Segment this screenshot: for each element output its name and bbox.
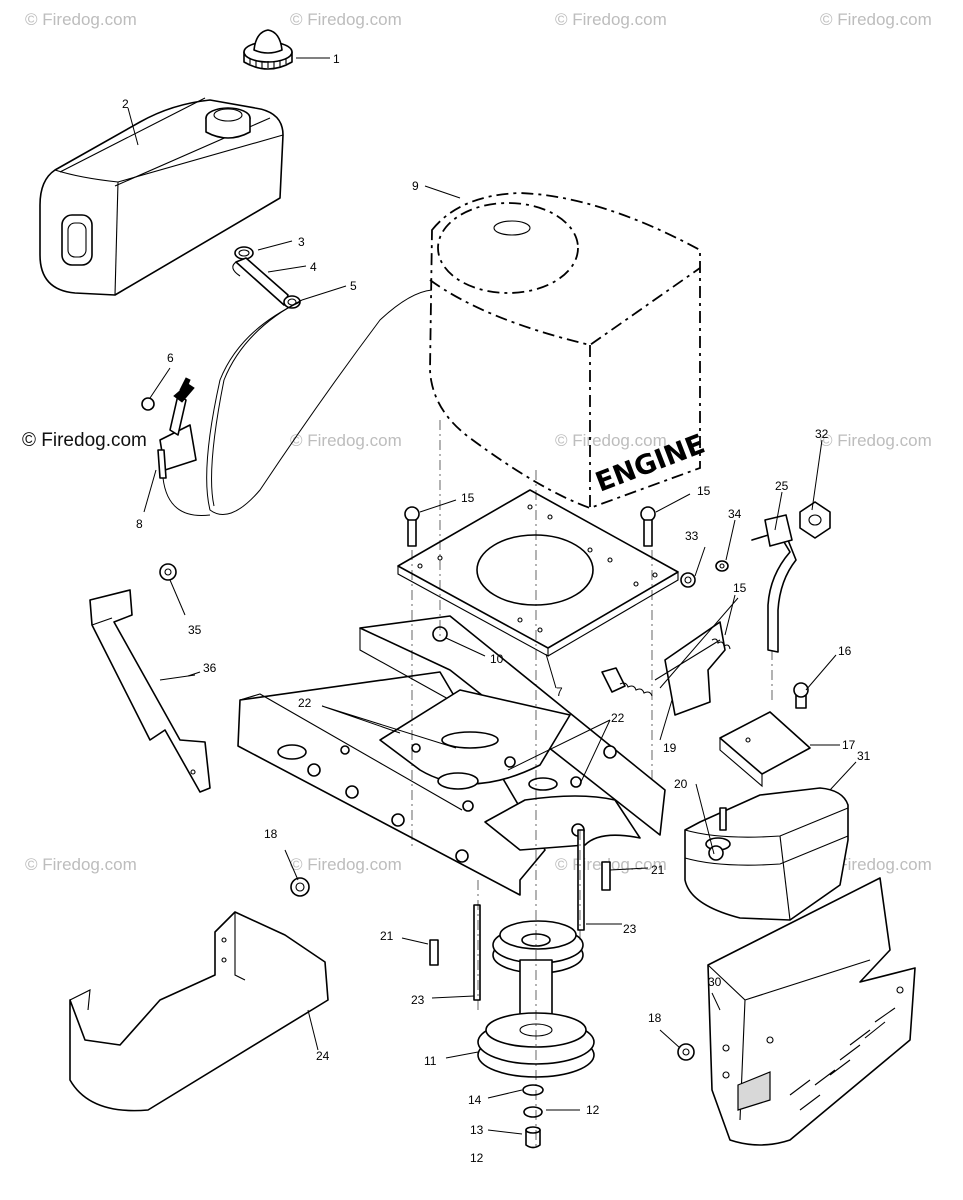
- watermark: © Firedog.com: [25, 855, 137, 874]
- callout-31: 31: [857, 749, 871, 763]
- callout-30: 30: [708, 975, 722, 989]
- centerlines: [411, 420, 773, 1150]
- callout-32: 32: [815, 427, 829, 441]
- callout-12: 12: [586, 1103, 600, 1117]
- callout-36: 36: [203, 661, 217, 675]
- pulley-assembly: [477, 920, 595, 1149]
- callout-19: 19: [663, 741, 677, 755]
- fuel-hose: [232, 246, 301, 309]
- callout-10: 10: [490, 652, 504, 666]
- callout-14: 14: [468, 1093, 482, 1107]
- watermark: © Firedog.com: [290, 855, 402, 874]
- watermark: © Firedog.com: [25, 10, 137, 29]
- callout-15: 15: [733, 581, 747, 595]
- bracket-36: [89, 589, 211, 793]
- watermark: © Firedog.com: [290, 10, 402, 29]
- engine-outline: ENGINE: [429, 192, 709, 509]
- fuel-cap: [243, 29, 293, 70]
- callout-18: 18: [264, 827, 278, 841]
- callout-16: 16: [838, 644, 852, 658]
- callout-23: 23: [411, 993, 425, 1007]
- watermark: © Firedog.com: [290, 431, 402, 450]
- bolt-20: [708, 845, 724, 861]
- callout-7: 7: [556, 685, 563, 699]
- callout-25: 25: [775, 479, 789, 493]
- callout-8: 8: [136, 517, 143, 531]
- leader-lines: [127, 57, 857, 1135]
- callout-20: 20: [674, 777, 688, 791]
- plate-17: [719, 682, 811, 788]
- callout-11: 11: [424, 1054, 437, 1068]
- frame: [237, 615, 666, 896]
- watermark: © Firedog.com: [555, 431, 667, 450]
- callout-9: 9: [412, 179, 419, 193]
- callout-18: 18: [648, 1011, 662, 1025]
- callout-35: 35: [188, 623, 202, 637]
- shield-24: [69, 911, 329, 1112]
- callout-2: 2: [122, 97, 129, 111]
- heat-shield-30: [707, 877, 916, 1146]
- callout-22: 22: [611, 711, 625, 725]
- hardware-33-34: [680, 560, 729, 588]
- muffler-31: [684, 787, 849, 921]
- callout-13: 13: [470, 1123, 484, 1137]
- callout-34: 34: [728, 507, 742, 521]
- callout-15: 15: [697, 484, 711, 498]
- callout-23: 23: [623, 922, 637, 936]
- watermark: © Firedog.com: [820, 855, 932, 874]
- callout-1: 1: [333, 52, 340, 66]
- exhaust-pipe: [751, 501, 831, 653]
- watermark: © Firedog.com: [555, 855, 667, 874]
- bolt-18: [290, 877, 310, 897]
- callout-4: 4: [310, 260, 317, 274]
- callout-33: 33: [685, 529, 699, 543]
- watermark: © Firedog.com: [820, 10, 932, 29]
- watermarks: © Firedog.com © Firedog.com © Firedog.co…: [22, 10, 932, 874]
- callout-21: 21: [651, 863, 665, 877]
- callout-labels: 1 2 3 4 5 6 8 9 15 15 33 34 25 32 15 35 …: [122, 52, 871, 1165]
- watermark: © Firedog.com: [22, 430, 147, 451]
- studs: [429, 829, 611, 1001]
- callout-6: 6: [167, 351, 174, 365]
- callout-24: 24: [316, 1049, 330, 1063]
- watermark: © Firedog.com: [820, 431, 932, 450]
- bracket-19: [601, 621, 731, 716]
- engine-mount-plate: [397, 489, 679, 657]
- fuel-tank: [39, 97, 284, 296]
- callout-12: 12: [470, 1151, 484, 1165]
- callout-22: 22: [298, 696, 312, 710]
- callout-15: 15: [461, 491, 475, 505]
- bolt-18-right: [677, 1043, 695, 1061]
- callout-17: 17: [842, 738, 856, 752]
- callout-3: 3: [298, 235, 305, 249]
- throttle-control: [141, 289, 433, 517]
- bolt-35: [159, 563, 177, 581]
- callout-21: 21: [380, 929, 394, 943]
- watermark: © Firedog.com: [555, 10, 667, 29]
- callout-5: 5: [350, 279, 357, 293]
